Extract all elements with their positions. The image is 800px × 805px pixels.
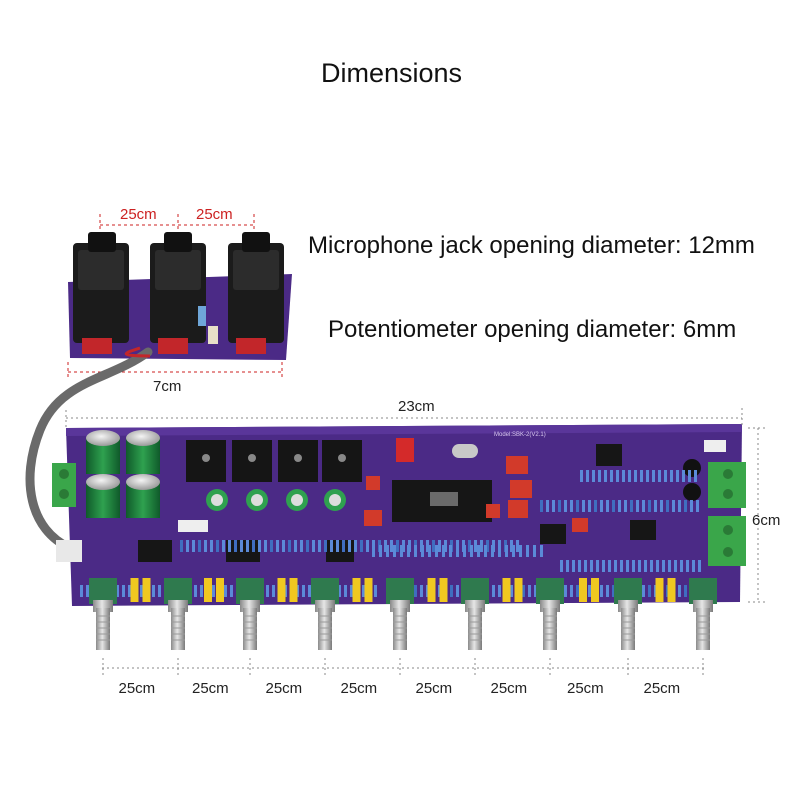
small-capacitors [206,489,346,511]
pot-spacing-label: 25cm [567,680,604,697]
yellow-capacitor [352,578,373,602]
mic-jack-spec: Microphone jack opening diameter: 12mm [308,232,755,259]
model-text: Model:SBK-2(V2.1) [494,432,546,438]
pot-spacing-label: 25cm [340,680,378,697]
pot-spacing-label: 25cm [192,680,229,697]
potentiometer [689,578,717,650]
jack-dimension-lines [67,214,283,378]
mic-jack [73,232,129,354]
potentiometer [89,578,117,650]
yellow-capacitor [130,578,151,602]
jack-board [68,232,292,360]
yellow-capacitor [204,578,224,602]
potentiometer [536,578,564,650]
potentiometers [89,578,717,650]
pot-spacing-label: 25cm [118,680,156,697]
jack-spacing-left-label: 25cm [120,206,157,223]
ribbon-cable [25,347,153,553]
yellow-capacitor [427,578,448,602]
yellow-capacitor [579,578,599,602]
board-height-label: 6cm [752,512,781,529]
potentiometer [164,578,192,650]
dip-switch [396,438,414,462]
voltage-regulators [186,440,362,482]
board-dimension-lines [65,408,766,669]
potentiometer [386,578,414,650]
yellow-capacitor [655,578,676,602]
potentiometer-spec: Potentiometer opening diameter: 6mm [328,316,737,343]
mic-jack [228,232,284,354]
page-title: Dimensions [320,58,463,88]
yellow-capacitor [502,578,523,602]
pot-dimension-ticks [102,658,704,676]
mic-jack [150,232,206,354]
yellow-capacitor [277,578,298,602]
potentiometer [311,578,339,650]
potentiometer [461,578,489,650]
capacitors [86,430,160,518]
pot-spacing-label: 25cm [490,680,528,697]
potentiometer [236,578,264,650]
board-width-label: 23cm [398,398,435,415]
potentiometer [614,578,642,650]
film-capacitors [364,456,588,532]
jack-spacing-right-label: 25cm [196,206,233,223]
pot-spacing-label: 25cm [415,680,453,697]
jack-board-width-label: 7cm [153,378,182,395]
pot-spacing-label: 25cm [643,680,681,697]
pot-spacing-label: 25cm [265,680,303,697]
terminal-block [708,462,746,566]
